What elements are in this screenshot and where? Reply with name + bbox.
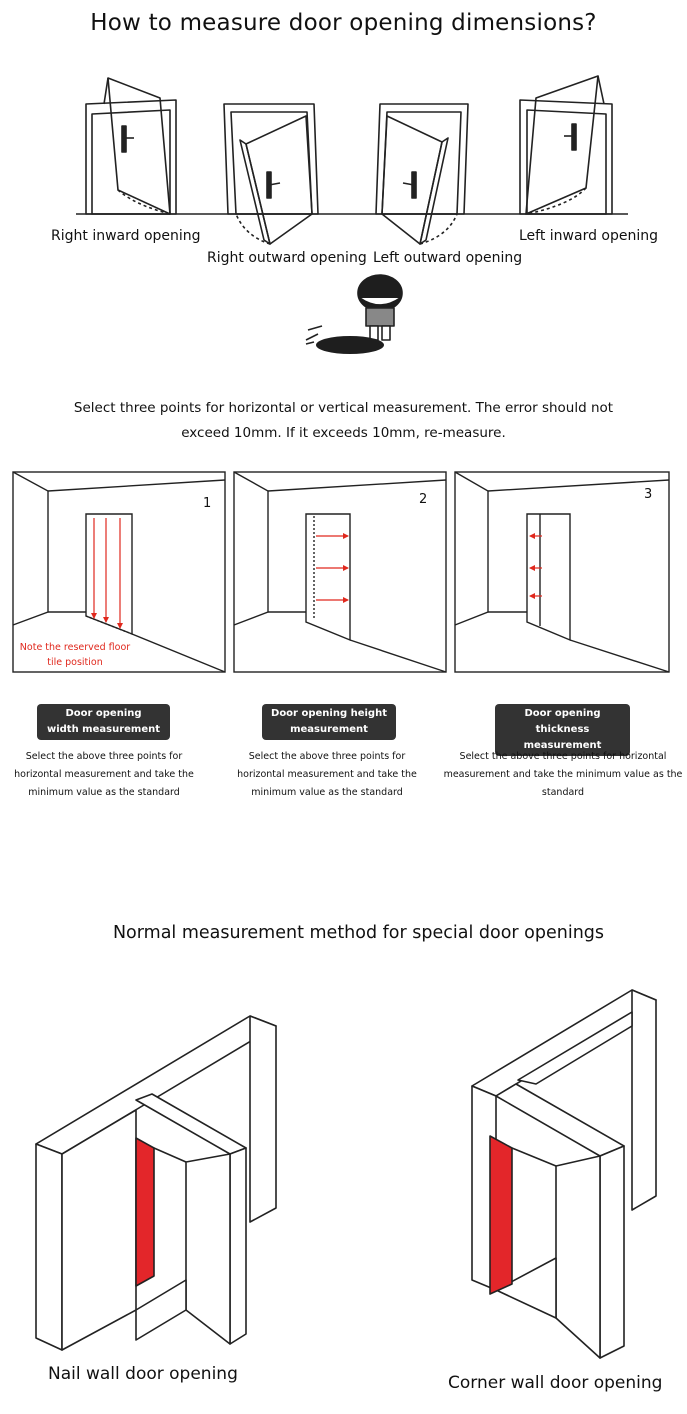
- door-types-illustration: [76, 75, 628, 354]
- nail-wall-label: Nail wall door opening: [48, 1364, 238, 1384]
- corner-wall-label: Corner wall door opening: [448, 1373, 663, 1393]
- label-left-outward: Left outward opening: [373, 250, 523, 266]
- pill-line-1: Door opening: [65, 708, 142, 719]
- pill-line-2: measurement: [290, 724, 368, 735]
- step-number-2: 2: [419, 492, 428, 507]
- note-line-1: Note the reserved floor: [19, 642, 131, 653]
- instruction-line-1: Select three points for horizontal or ve…: [73, 400, 614, 416]
- nail-wall-opening: [35, 1015, 277, 1351]
- cartoon-character: [305, 274, 403, 354]
- label-left-inward: Left inward opening: [519, 228, 659, 244]
- label-right-outward: Right outward opening: [207, 250, 367, 266]
- measurement-panels-illustration: [12, 471, 670, 673]
- special-openings-title: Normal measurement method for special do…: [112, 923, 605, 943]
- desc-line-1: Select the above three points for: [248, 751, 406, 762]
- note-line-2: tile position: [47, 657, 103, 668]
- door-left-outward: [375, 103, 469, 245]
- page-title: How to measure door opening dimensions?: [90, 10, 597, 36]
- height-measurement-label: Door opening height measurement: [262, 704, 396, 740]
- floor-tile-note: Note the reserved floor tile position: [10, 640, 140, 670]
- desc-line-2: horizontal measurement and take the: [237, 769, 417, 780]
- desc-line-3: minimum value as the standard: [251, 787, 403, 798]
- corner-wall-opening: [471, 989, 657, 1359]
- step-number-3: 3: [644, 487, 653, 502]
- nail-wall-red-highlight: [135, 1137, 155, 1287]
- instruction-line-2: exceed 10mm. If it exceeds 10mm, re-meas…: [181, 425, 506, 441]
- pill-line-2: width measurement: [46, 724, 161, 735]
- door-right-inward: [85, 77, 177, 215]
- corner-wall-red-highlight: [489, 1135, 513, 1295]
- thickness-description: Select the above three points for horizo…: [440, 748, 686, 802]
- label-right-inward: Right inward opening: [51, 228, 201, 244]
- desc-line-2: measurement and take the minimum value a…: [443, 769, 683, 780]
- thickness-measurement-label: Door opening thickness measurement: [495, 704, 630, 756]
- door-right-outward: [223, 103, 319, 245]
- width-measurement-label: Door opening width measurement: [37, 704, 170, 740]
- panel-thickness: [454, 471, 670, 673]
- desc-line-1: Select the above three points for horizo…: [459, 751, 667, 762]
- measurement-instruction: Select three points for horizontal or ve…: [30, 396, 657, 446]
- width-description: Select the above three points for horizo…: [6, 748, 202, 802]
- desc-line-2: horizontal measurement and take the: [14, 769, 194, 780]
- step-number-1: 1: [203, 496, 212, 511]
- pill-line-1: Door opening thickness: [524, 708, 601, 735]
- panel-height: [233, 471, 447, 673]
- desc-line-1: Select the above three points for: [25, 751, 183, 762]
- pill-line-1: Door opening height: [271, 708, 387, 719]
- door-left-inward: [519, 75, 613, 215]
- desc-line-3: minimum value as the standard: [28, 787, 180, 798]
- desc-line-3: standard: [541, 787, 585, 798]
- height-description: Select the above three points for horizo…: [229, 748, 425, 802]
- pill-line-2: measurement: [523, 740, 602, 751]
- panel-width: [12, 471, 226, 673]
